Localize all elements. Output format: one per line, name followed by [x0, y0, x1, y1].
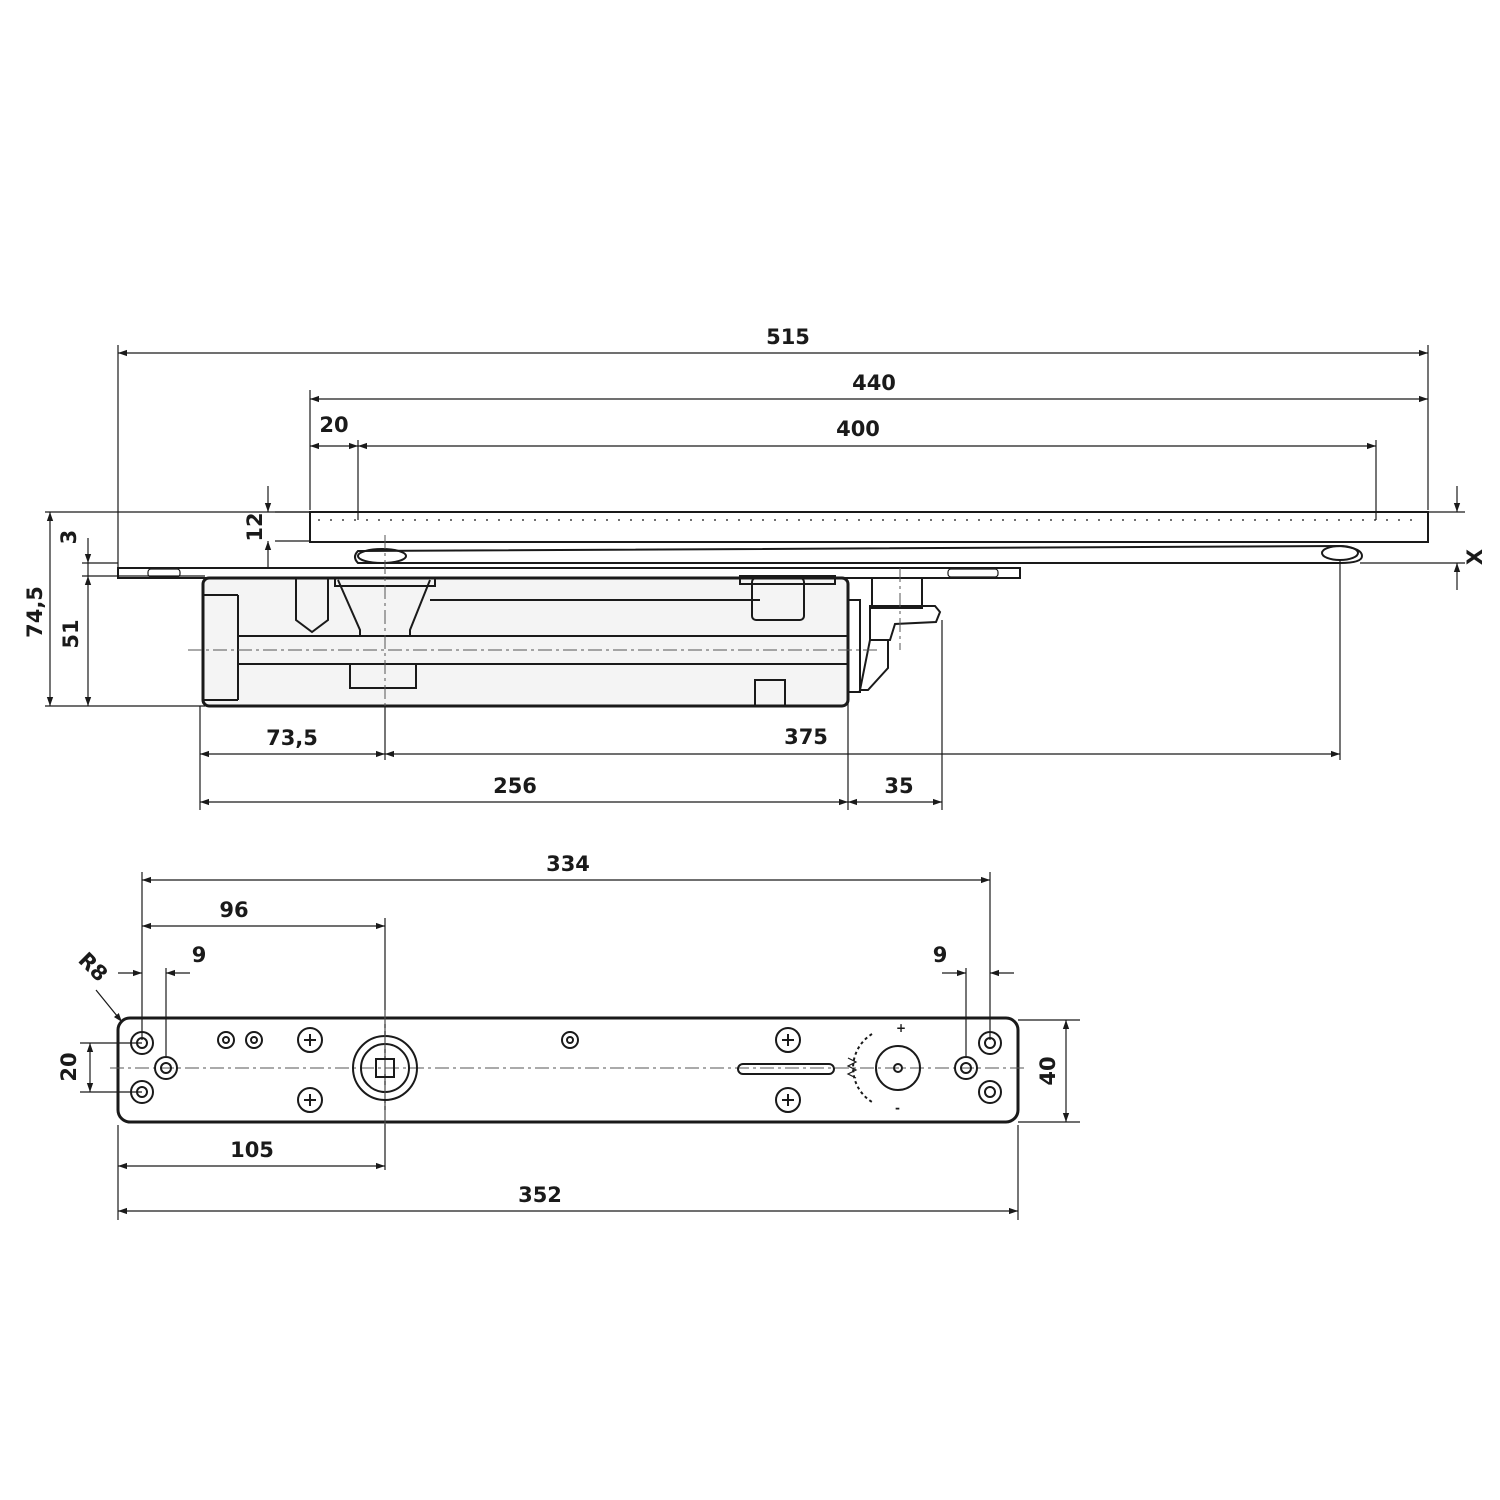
- valve-plus-sign: +: [896, 1021, 906, 1035]
- closer-arm: [354, 544, 1364, 564]
- valve-minus-sign: -: [895, 1101, 900, 1115]
- dim-hole-to-spindle: 96: [219, 898, 248, 922]
- dim-total-height: 74,5: [23, 586, 47, 638]
- dim-spindle-to-arm-end: 375: [784, 725, 828, 749]
- bottom-view: + - 334 96 9 9 R8 20 40 105 352: [57, 852, 1080, 1220]
- slide-rail: [309, 511, 1429, 543]
- dim-body-height: 51: [59, 619, 83, 648]
- dim-rail-height: 12: [243, 512, 267, 541]
- end-cap: [858, 577, 942, 691]
- dim-plate-width: 40: [1036, 1056, 1060, 1085]
- dim-overall-length: 515: [766, 325, 810, 349]
- dim-plate-thickness: 3: [57, 530, 81, 545]
- dim-variable-gap: X: [1463, 549, 1487, 565]
- dim-corner-radius: R8: [74, 948, 113, 987]
- dim-rail-travel: 400: [836, 417, 880, 441]
- dim-edge-offset-left: 9: [192, 943, 207, 967]
- adjustment-valve: [846, 1033, 921, 1103]
- mounting-holes: [130, 1031, 1002, 1104]
- closer-body: [201, 575, 861, 708]
- dim-hole-pitch-vertical: 20: [57, 1052, 81, 1081]
- side-dimension-lines: [46, 349, 1461, 806]
- bottom-dimension-lines: [86, 876, 1070, 1215]
- dim-plate-length: 352: [518, 1183, 562, 1207]
- adjustment-slot: [737, 1063, 835, 1075]
- dim-slide-rail-length: 440: [852, 371, 896, 395]
- side-extension-lines: [45, 345, 1465, 810]
- dim-edge-offset-right: 9: [933, 943, 948, 967]
- base-plate: [116, 1016, 1020, 1124]
- dim-spindle-offset: 73,5: [266, 726, 318, 750]
- side-view: 515 440 20 400 12 3 74,5 51 X 73,5 375 2…: [23, 325, 1487, 810]
- dim-hole-spacing: 334: [546, 852, 590, 876]
- screw-heads: [297, 1027, 801, 1113]
- dim-end-cap: 35: [884, 774, 913, 798]
- dim-spindle-from-edge: 105: [230, 1138, 274, 1162]
- dim-body-length: 256: [493, 774, 537, 798]
- dim-rail-offset: 20: [319, 413, 348, 437]
